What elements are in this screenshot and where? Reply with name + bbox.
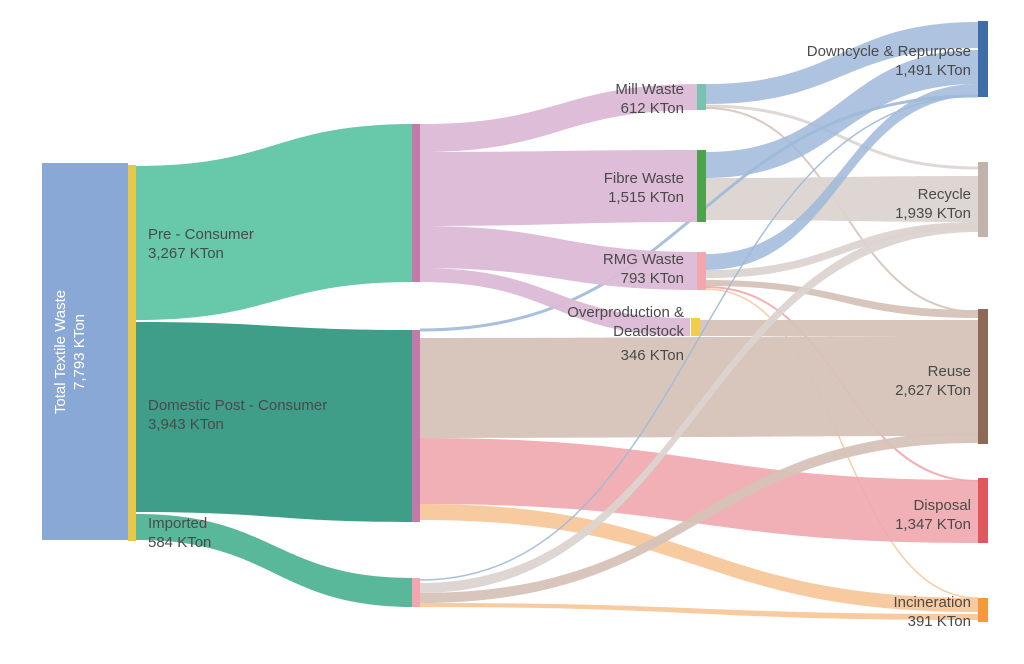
flow-rmg-reuse <box>706 280 978 318</box>
flow-domestic-disposal <box>420 438 978 543</box>
flow-imported-downcycle <box>419 95 979 581</box>
flow-pre-fibre <box>420 150 700 226</box>
node-total <box>42 163 128 540</box>
label-pre-consumer: Pre - Consumer 3,267 KTon <box>148 225 254 263</box>
node-downcycle <box>978 21 988 97</box>
label-pre-name: Pre - Consumer <box>148 226 254 243</box>
label-imported-value: 584 KTon <box>148 534 212 551</box>
node-over <box>691 318 700 336</box>
label-domestic-value: 3,943 KTon <box>148 416 224 433</box>
node-incineration <box>978 598 988 622</box>
flow-pre-mill <box>420 84 700 152</box>
label-imported-name: Imported <box>148 515 208 532</box>
flow-total-pre <box>136 124 414 320</box>
label-incin-value: 391 KTon <box>907 613 971 630</box>
node-recycle <box>978 162 988 237</box>
label-mill-waste: Mill Waste 612 KTon <box>615 80 684 118</box>
label-fibre-value: 1,515 KTon <box>608 189 684 206</box>
flow-over-reuse <box>700 320 978 336</box>
label-disposal-value: 1,347 KTon <box>895 516 971 533</box>
node-rmg <box>697 252 706 290</box>
label-total-name: Total Textile Waste <box>52 289 69 415</box>
label-over-value: 346 KTon <box>620 347 684 364</box>
label-reuse-name: Reuse <box>927 363 971 380</box>
flow-rmg-downcycle <box>706 84 978 270</box>
flow-total-domestic <box>136 322 414 522</box>
label-total-value: 7,793 KTon <box>71 314 88 390</box>
label-over-name-2: Deadstock <box>613 323 684 340</box>
node-fibre <box>697 150 706 222</box>
label-down-value: 1,491 KTon <box>895 62 971 79</box>
node-pre-bar <box>412 124 420 282</box>
node-mill <box>697 84 706 110</box>
flow-total-imported <box>136 514 414 607</box>
flow-fibre-recycle <box>706 176 978 222</box>
label-domestic-post-consumer: Domestic Post - Consumer 3,943 KTon <box>148 396 327 434</box>
label-mill-name: Mill Waste <box>615 81 684 98</box>
flow-mill-recycle <box>705 104 979 170</box>
node-total-accent <box>128 165 136 541</box>
node-reuse <box>978 309 988 444</box>
label-recycle: Recycle 1,939 KTon <box>895 185 971 223</box>
flow-mill-downcycle <box>706 22 978 104</box>
flow-rmg-incin <box>705 288 979 599</box>
flow-imported-incin <box>420 603 978 620</box>
label-reuse-value: 2,627 KTon <box>895 382 971 399</box>
label-pre-value: 3,267 KTon <box>148 245 224 262</box>
label-incin-name: Incineration <box>893 594 971 611</box>
label-total: Total Textile Waste 7,793 KTon <box>51 290 89 414</box>
label-disposal: Disposal 1,347 KTon <box>895 496 971 534</box>
label-imported: Imported 584 KTon <box>148 514 211 552</box>
flow-domestic-reuse <box>420 336 978 438</box>
label-overproduction-deadstock: Overproduction & Deadstock 346 KTon <box>567 303 684 365</box>
label-recycle-value: 1,939 KTon <box>895 205 971 222</box>
flow-pre-over <box>420 268 690 336</box>
label-reuse: Reuse 2,627 KTon <box>895 362 971 400</box>
label-rmg-waste: RMG Waste 793 KTon <box>603 250 684 288</box>
label-mill-value: 612 KTon <box>620 100 684 117</box>
flow-domestic-incin <box>420 504 978 612</box>
label-fibre-waste: Fibre Waste 1,515 KTon <box>604 169 684 207</box>
label-rmg-value: 793 KTon <box>620 270 684 287</box>
label-over-name-1: Overproduction & <box>567 304 684 321</box>
label-domestic-name: Domestic Post - Consumer <box>148 397 328 414</box>
label-recycle-name: Recycle <box>917 186 971 203</box>
flow-rmg-recycle <box>706 222 978 278</box>
flow-imported-reuse <box>420 432 978 603</box>
label-fibre-name: Fibre Waste <box>603 170 684 187</box>
node-disposal <box>978 478 988 543</box>
flow-pre-rmg <box>420 226 700 290</box>
label-rmg-name: RMG Waste <box>602 251 684 268</box>
label-disposal-name: Disposal <box>913 497 971 514</box>
label-downcycle-repurpose: Downcycle & Repurpose 1,491 KTon <box>807 42 971 80</box>
node-domestic-bar <box>412 330 420 522</box>
flow-fibre-downcycle <box>706 50 978 178</box>
label-incineration: Incineration 391 KTon <box>893 593 971 631</box>
node-imported-bar <box>412 578 420 607</box>
label-down-name: Downcycle & Repurpose <box>806 43 971 60</box>
flow-imported-recycle <box>420 222 978 593</box>
